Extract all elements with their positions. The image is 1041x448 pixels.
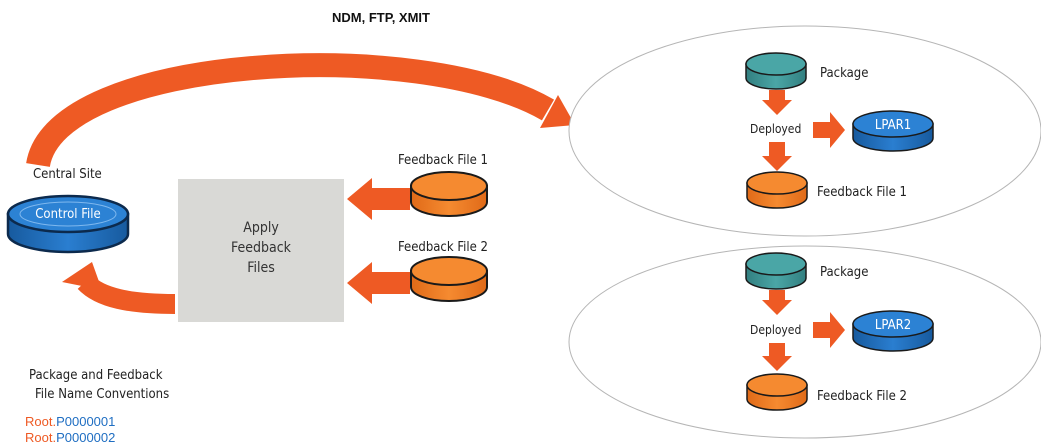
naming-example-1-prefix: Root.	[25, 414, 56, 429]
transfer-arrow	[26, 53, 575, 168]
lpar-group-2: Package Deployed LPAR2 Feedback File 2	[745, 252, 934, 411]
naming-example-2-prefix: Root.	[25, 430, 56, 445]
apply-line-1: Apply	[243, 220, 279, 236]
package-2-disk-icon	[745, 252, 807, 290]
feedback-output-1-disk-icon	[746, 171, 808, 209]
control-file-disk-icon	[6, 194, 130, 254]
deployed-1-label: Deployed	[750, 122, 801, 136]
lpar2-label: LPAR2	[875, 318, 911, 333]
transfer-label: NDM, FTP, XMIT	[332, 10, 430, 25]
naming-example-2: Root.P0000002	[25, 430, 115, 445]
lpar-group-1-ellipse	[568, 25, 1041, 237]
apply-feedback-box	[178, 179, 344, 322]
feedback-input-1-label: Feedback File 1	[398, 153, 488, 168]
naming-example-1: Root.P0000001	[25, 414, 115, 429]
naming-title-line-2: File Name Conventions	[35, 387, 169, 402]
lpar1-disk-icon	[852, 110, 934, 152]
package-1-label: Package	[820, 66, 868, 81]
down-arrow-2a	[762, 290, 792, 315]
right-arrow-1	[813, 112, 845, 148]
lpar-group-2-ellipse	[568, 245, 1041, 439]
lpar1-label: LPAR1	[875, 118, 911, 133]
feedback-output-1-label: Feedback File 1	[817, 185, 907, 200]
feedback-input-2-disk-icon	[410, 256, 488, 302]
package-2-label: Package	[820, 265, 868, 280]
feedback-2-arrow	[347, 262, 410, 304]
naming-example-2-suffix: P0000002	[56, 430, 115, 445]
return-arrow	[62, 262, 176, 314]
central-site-title: Central Site	[33, 167, 102, 182]
apply-line-2: Feedback	[231, 240, 292, 256]
feedback-input-2-label: Feedback File 2	[398, 240, 488, 255]
package-1-disk-icon	[745, 52, 807, 90]
naming-example-1-suffix: P0000001	[56, 414, 115, 429]
naming-title-line-1: Package and Feedback	[29, 368, 163, 383]
right-arrow-2	[813, 312, 845, 348]
feedback-output-2-label: Feedback File 2	[817, 389, 907, 404]
control-file-label: Control File	[35, 207, 100, 222]
apply-line-3: Files	[247, 260, 275, 276]
down-arrow-2b	[762, 343, 792, 371]
down-arrow-1a	[762, 90, 792, 115]
deployed-2-label: Deployed	[750, 323, 801, 337]
lpar2-disk-icon	[852, 310, 934, 352]
feedback-output-2-disk-icon	[746, 373, 808, 411]
down-arrow-1b	[762, 142, 792, 171]
feedback-input-1-disk-icon	[410, 171, 488, 217]
feedback-1-arrow	[347, 178, 410, 220]
lpar-group-1: Package Deployed LPAR1 Feedback File 1	[745, 52, 934, 209]
